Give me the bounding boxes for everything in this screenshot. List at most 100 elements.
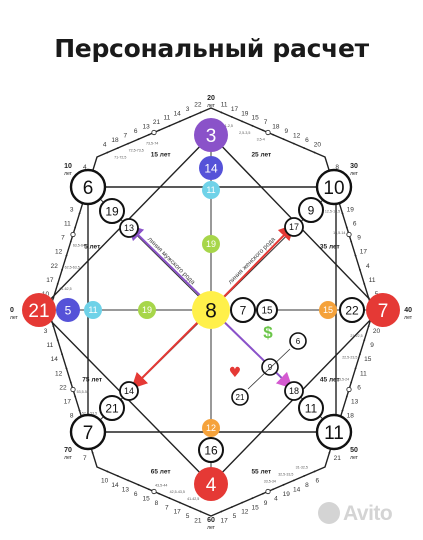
age-unit: лет — [64, 455, 73, 461]
edge-tick — [313, 470, 316, 473]
half-marker-dot — [70, 386, 76, 393]
edge-number: 11 — [163, 115, 170, 122]
edge-tick — [350, 240, 353, 243]
age-marker-50: 50 — [350, 447, 358, 454]
edge-number: 15 — [252, 115, 260, 122]
edge-tick — [52, 297, 55, 299]
edge-range: 22,5-23,5 — [342, 356, 357, 360]
node-center-right2-label: 15 — [261, 306, 273, 317]
edge-number: 20 — [314, 141, 322, 148]
edge-tick — [74, 395, 77, 398]
half-marker-dot — [70, 231, 76, 238]
edge-number: 20 — [373, 328, 381, 335]
edge-number: 6 — [316, 478, 320, 485]
node-top-second: 14 — [199, 156, 223, 180]
half-marker-dot — [151, 488, 157, 495]
edge-tick — [354, 367, 357, 370]
node-top-main-circle — [194, 118, 228, 152]
edge-number: 7 — [124, 133, 128, 140]
edge-tick — [341, 409, 344, 412]
edge-number: 6 — [134, 128, 138, 135]
edge-number: 8 — [305, 482, 309, 489]
edge-number: 11 — [360, 370, 367, 377]
edge-range: 53,5-54 — [77, 390, 89, 394]
half-marker-dot — [346, 231, 352, 238]
edge-number: 14 — [51, 356, 59, 363]
edge-tick — [168, 124, 171, 127]
half-marker-dot — [265, 488, 271, 495]
node-right-second-label: 22 — [345, 303, 359, 317]
node-bl-main-circle — [69, 413, 107, 451]
node-tr-main: 10 — [315, 168, 353, 206]
edge-number: 17 — [360, 249, 368, 256]
heart-icon: ♥ — [229, 365, 242, 381]
age-unit: лет — [207, 525, 216, 531]
edge-number: 19 — [347, 206, 355, 213]
edge-number: 9 — [284, 128, 288, 135]
edge-tick — [179, 501, 181, 504]
edge-number: 18 — [272, 124, 280, 131]
node-bl-third-circle — [119, 381, 139, 401]
node-tl-second: 19 — [99, 198, 125, 224]
edge-number: 5 — [233, 513, 237, 520]
age-unit: лет — [64, 171, 73, 177]
node-tl-main: 6 — [69, 168, 107, 206]
node-money-c-circle — [231, 388, 249, 406]
node-bottom-third-circle — [202, 419, 220, 437]
node-right-main-label: 7 — [378, 301, 389, 322]
half-marker-label: 45 лет — [320, 377, 340, 384]
edge-tick — [341, 212, 344, 215]
edge-number: 14 — [174, 110, 182, 117]
node-tl-second-label: 19 — [105, 204, 119, 218]
node-money-c: 21 — [231, 388, 249, 406]
edge-tick — [363, 339, 366, 342]
edge-tick — [78, 409, 81, 412]
age-unit: лет — [350, 455, 359, 461]
edge-tick — [189, 506, 192, 508]
node-center-right2-circle — [256, 299, 278, 321]
edge-tick — [69, 240, 72, 243]
half-marker-dot — [346, 386, 352, 393]
edge-number: 21 — [334, 455, 342, 462]
edge-tick — [303, 147, 306, 149]
edge-number: 8 — [335, 164, 339, 171]
avito-logo-icon — [318, 502, 340, 524]
edge-tick — [359, 353, 361, 356]
node-left-third-label: 11 — [88, 305, 97, 315]
node-tl-third: 13 — [119, 218, 139, 238]
edge-range: 13,5-14 — [333, 231, 345, 235]
edge-range: 73,5-74 — [146, 142, 158, 146]
node-top-inner-circle — [202, 235, 220, 253]
edge-number: 17 — [220, 518, 228, 525]
node-top-inner: 19 — [202, 235, 220, 253]
male-line-label: линия мужского рода — [146, 236, 197, 287]
age-marker-10: 10 — [64, 163, 72, 170]
edge-number: 13 — [142, 124, 150, 131]
node-right-main-circle — [366, 293, 400, 327]
edge-range: 41-42,5 — [187, 497, 199, 501]
edge-tick — [230, 506, 233, 508]
watermark-text: Avito — [343, 502, 393, 525]
node-bottom-third-label: 12 — [206, 423, 216, 433]
edge-number: 4 — [103, 141, 107, 148]
node-money-a-circle — [289, 332, 307, 350]
edge-tick — [261, 492, 264, 495]
half-marker-dot — [151, 129, 157, 136]
edge-number: 11 — [47, 342, 54, 349]
edge-number: 4 — [274, 495, 278, 502]
node-center-label: 8 — [205, 300, 217, 323]
edge-range: 3,5-4 — [257, 138, 265, 142]
edge-number: 11 — [221, 101, 228, 108]
edge-number: 18 — [347, 413, 355, 420]
edge-number: 12 — [293, 133, 301, 140]
edge-tick — [251, 124, 254, 127]
node-center: 8 — [192, 291, 230, 329]
edge-tick — [78, 212, 81, 215]
edge-number: 22 — [59, 384, 67, 391]
edge-tick — [137, 483, 140, 486]
edge-range: 72,5-73,5 — [129, 148, 144, 152]
node-bottom-main-circle — [194, 467, 228, 501]
edge-number: 17 — [46, 277, 54, 284]
edge-number: 19 — [241, 110, 249, 117]
